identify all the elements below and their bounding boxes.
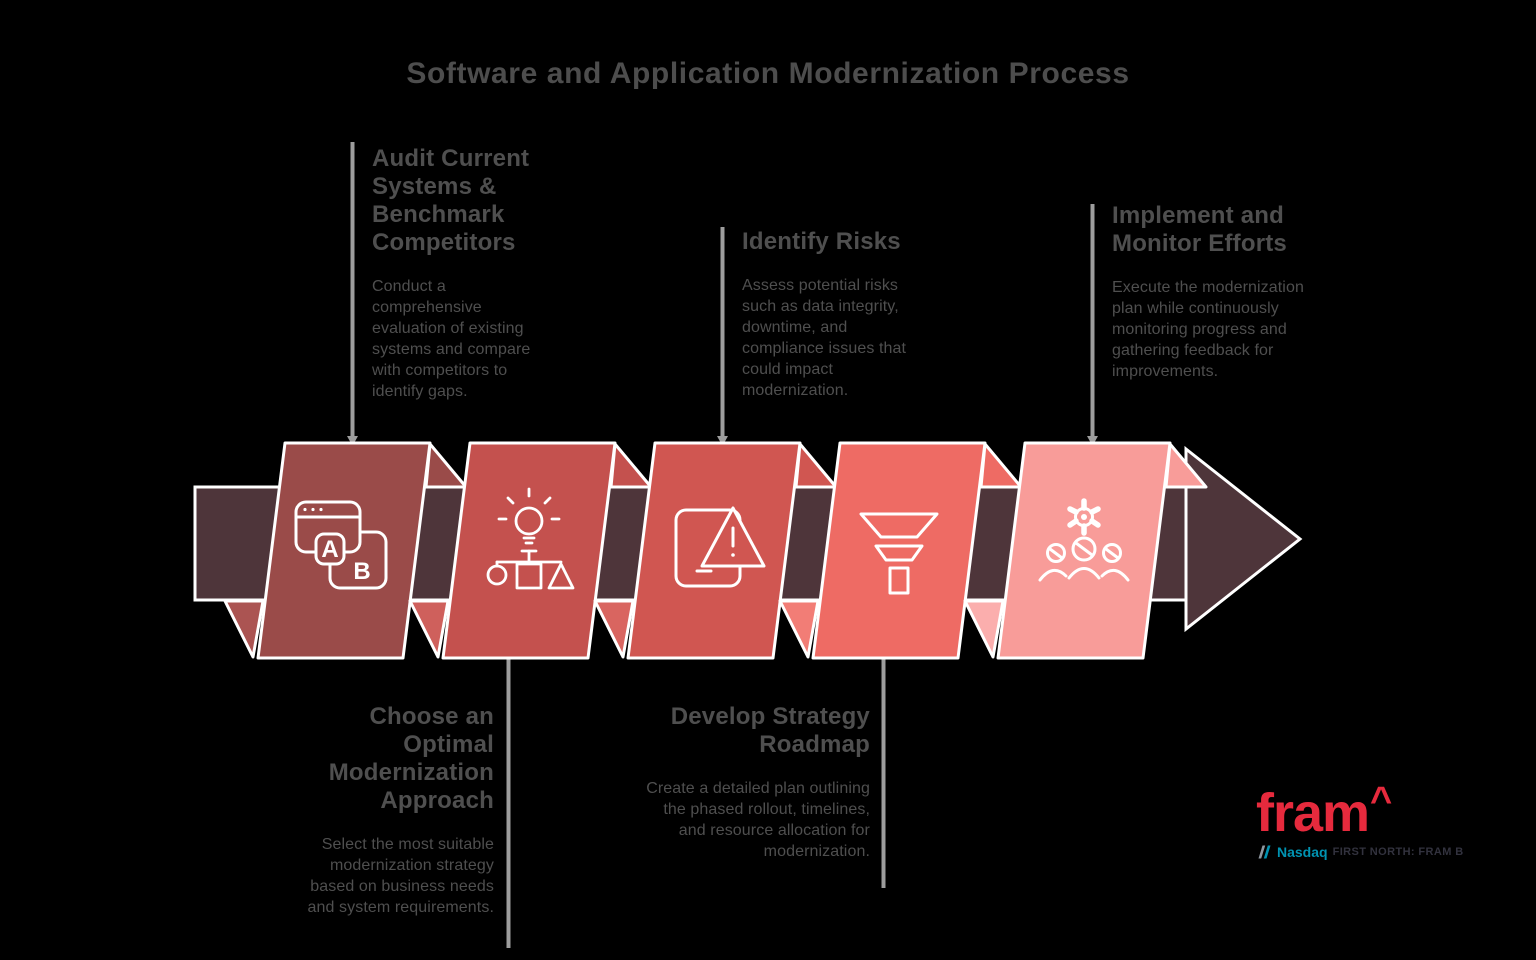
step1-title: Audit Current Systems & Benchmark Compet… [372,145,530,256]
exchange-listing-row: Nasdaq FIRST NORTH: FRAM B [1257,844,1464,860]
connector-line-step5 [1090,204,1095,444]
step4-label-block: Develop Strategy Roadmap Create a detail… [646,703,870,862]
connector-tip-step3 [717,436,728,446]
idea-flowchart-icon [486,487,575,590]
step1-fold-bottom [223,599,265,659]
step3-fold-bottom [593,599,635,659]
step5-description: Execute the modernization plan while con… [1112,279,1304,380]
step4-shape [811,441,987,660]
connector-line-step3 [720,227,725,444]
nasdaq-icon [1258,845,1271,859]
step1-description: Conduct a comprehensive evaluation of ex… [372,278,531,400]
step5-label-block: Implement and Monitor Efforts Execute th… [1112,202,1304,382]
listing-ticker: FIRST NORTH: FRAM B [1332,846,1464,858]
step3-title: Identify Risks [742,228,901,255]
connector-lines [347,142,1098,948]
svg-text:A: A [321,536,338,563]
device-warning-icon [674,506,766,588]
step3-description: Assess potential risks such as data inte… [742,277,907,399]
step2-label-block: Choose an Optimal Modernization Approach… [274,703,494,918]
connector-line-step1 [350,142,355,444]
step2-description: Select the most suitable modernization s… [307,836,494,916]
step2-fold-bottom [408,599,450,659]
step1-fold-top [424,442,468,489]
connector-line-step2 [506,657,511,948]
step4-fold-top [979,442,1023,489]
ab-comparison-icon: A B [294,500,388,590]
step1-label-block: Audit Current Systems & Benchmark Compet… [372,145,544,402]
step2-fold-top [609,442,653,489]
exchange-name: Nasdaq [1277,844,1328,860]
connector-line-step4 [881,657,886,888]
arrow-head [1184,445,1303,633]
connector-tip-step1 [347,436,358,446]
step3-fold-top [794,442,838,489]
page-title: Software and Application Modernization P… [406,57,1130,90]
brand-logo: fram^ [1256,782,1392,843]
team-settings-icon [1038,498,1130,582]
brand-wordmark: fram [1256,783,1370,843]
step5-fold-bottom [963,599,1005,659]
connector-tip-step5 [1087,436,1098,446]
step4-title: Develop Strategy Roadmap [670,703,870,758]
funnel-icon [859,512,939,595]
svg-text:B: B [353,558,370,585]
step3-label-block: Identify Risks Assess potential risks su… [742,228,928,401]
brand-caret: ^ [1370,780,1393,822]
step4-fold-bottom [778,599,820,659]
step2-title: Choose an Optimal Modernization Approach [328,703,494,814]
step4-description: Create a detailed plan outlining the pha… [646,780,870,860]
step5-title: Implement and Monitor Efforts [1112,202,1287,257]
